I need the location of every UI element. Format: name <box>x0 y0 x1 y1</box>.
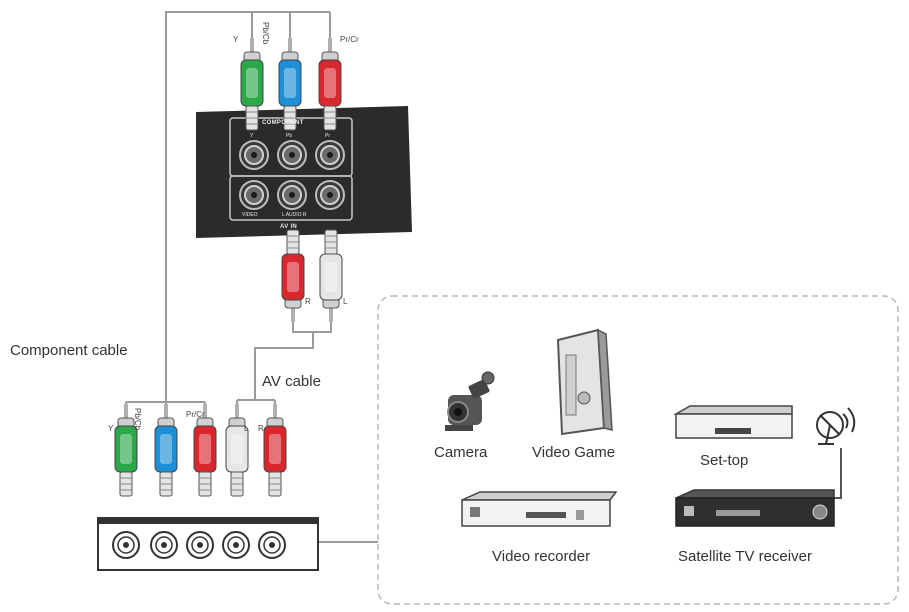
satellite-dish-icon <box>816 407 856 499</box>
top-y-label: Y <box>233 35 239 44</box>
devices-frame <box>377 295 899 605</box>
component-panel-title: COMPONENT <box>262 120 304 126</box>
av-plugs-top <box>281 229 343 323</box>
av-cable-label: AV cable <box>262 373 321 390</box>
panel-pr-label: Pr <box>325 133 330 139</box>
component-cable-line <box>165 11 253 402</box>
video-recorder-label: Video recorder <box>492 548 591 565</box>
satellite-receiver-label: Satellite TV receiver <box>678 548 812 565</box>
set-top-label: Set-top <box>700 452 749 469</box>
top-pb-label: Pb/Cb <box>261 22 270 45</box>
bottom-av-plugs <box>225 403 287 497</box>
panel-av-in-label: AV IN <box>280 224 298 230</box>
source-jack-box <box>97 517 319 571</box>
av-r-label: R <box>305 297 311 306</box>
video-game-label: Video Game <box>532 444 616 461</box>
top-pr-label: Pr/Cr <box>340 35 359 44</box>
component-cable-label: Component cable <box>10 342 128 359</box>
panel-y-label: Y <box>250 133 254 139</box>
panel-video-label: VIDEO <box>242 212 258 218</box>
set-top-box-icon <box>673 405 793 439</box>
tv-rear-panel <box>196 106 412 238</box>
bottom-l-label: L <box>244 424 249 433</box>
satellite-receiver-icon <box>675 489 835 527</box>
bottom-r-label: R <box>258 424 264 433</box>
video-recorder-icon <box>461 491 618 527</box>
bottom-y-label: Y <box>108 424 114 433</box>
av-l-label: L <box>343 297 348 306</box>
bottom-pr-label: Pr/Cr <box>186 410 205 419</box>
panel-audio-label: L AUDIO R <box>282 212 307 218</box>
panel-pb-label: Pb <box>286 133 293 139</box>
top-component-plugs <box>240 37 342 131</box>
camera-icon <box>445 371 495 431</box>
camera-label: Camera <box>434 444 488 461</box>
video-game-console-icon <box>556 328 613 436</box>
bottom-pb-label: Pb/Cb <box>133 408 142 431</box>
